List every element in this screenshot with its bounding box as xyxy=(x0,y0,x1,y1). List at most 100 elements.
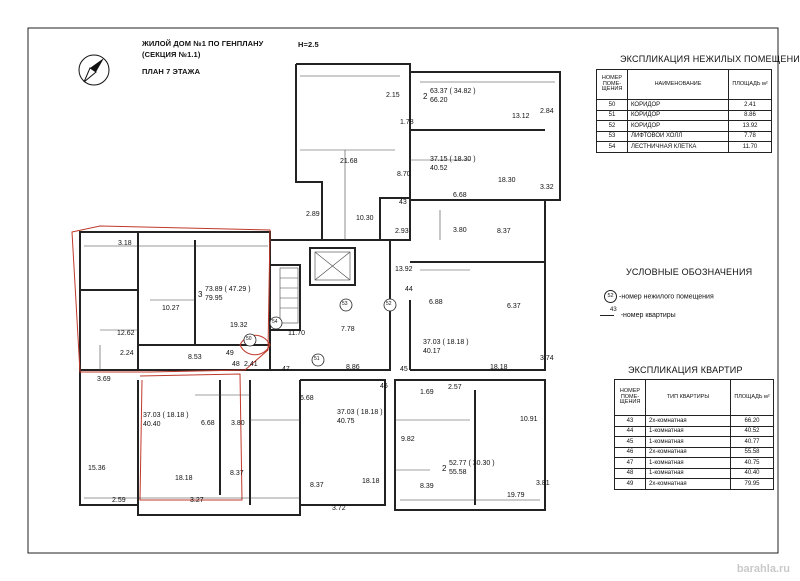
room-area: 1.78 xyxy=(400,119,414,126)
room-marker-52: 52 xyxy=(386,301,392,307)
apt-number: 49 xyxy=(226,350,234,357)
room-area: 8.53 xyxy=(188,354,202,361)
apt-total-label: 40.17 xyxy=(423,348,441,355)
legend-item-apt: 43-номер квартиры xyxy=(600,307,676,319)
room-area: 18.30 xyxy=(498,177,516,184)
room-area: 3.18 xyxy=(118,240,132,247)
room-area: 21.68 xyxy=(340,158,358,165)
room-area: 13.12 xyxy=(512,113,530,120)
room-area: 8.37 xyxy=(497,228,511,235)
apt-number: 45 xyxy=(400,366,408,373)
room-area: 8.37 xyxy=(230,470,244,477)
room-area: 10.30 xyxy=(356,215,374,222)
nonres-table: НОМЕР ПОМЕ-ЩЕНИЯ НАИМЕНОВАНИЕ ПЛОЩАДЬ м²… xyxy=(596,69,772,153)
col-area-header: ПЛОЩАДЬ м² xyxy=(728,69,772,100)
drawing-title: ЖИЛОЙ ДОМ №1 ПО ГЕНПЛАНУ xyxy=(142,39,264,48)
room-marker-54: 54 xyxy=(272,319,278,325)
apt-area-label: 52.77 ( 30.30 ) xyxy=(449,460,495,467)
room-area: 3.69 xyxy=(97,376,111,383)
apt-rooms-label: 2 xyxy=(442,464,447,473)
room-area: 7.78 xyxy=(341,326,355,333)
col-area-header: ПЛОЩАДЬ м² xyxy=(730,379,774,416)
room-area: 2.84 xyxy=(540,108,554,115)
apt-number: 46 xyxy=(380,383,388,390)
apt-marker-icon xyxy=(600,314,614,316)
room-area: 3.74 xyxy=(540,355,554,362)
ceiling-height: Н=2.5 xyxy=(298,40,319,49)
col-type-header: ТИП КВАРТИРЫ xyxy=(645,379,731,416)
room-area: 6.68 xyxy=(300,395,314,402)
room-area: 18.18 xyxy=(362,478,380,485)
apt-number: 43 xyxy=(399,199,407,206)
room-area: 3.80 xyxy=(453,227,467,234)
room-area: 10.27 xyxy=(162,305,180,312)
apt-rooms-label: 2 xyxy=(423,92,428,101)
room-area: 8.70 xyxy=(397,171,411,178)
room-area: 8.37 xyxy=(310,482,324,489)
room-area: 8.39 xyxy=(420,483,434,490)
room-area: 18.18 xyxy=(175,475,193,482)
apt-table: НОМЕР ПОМЕ-ЩЕНИЯ ТИП КВАРТИРЫ ПЛОЩАДЬ м²… xyxy=(614,379,774,490)
apt-area-label: 37.03 ( 18.18 ) xyxy=(143,412,189,419)
apt-total-label: 66.20 xyxy=(430,97,448,104)
room-area: 2.59 xyxy=(112,497,126,504)
room-area: 2.57 xyxy=(448,384,462,391)
room-area: 2.89 xyxy=(306,211,320,218)
legend-item-nonres: 52-номер нежилого помещения xyxy=(604,290,714,303)
room-marker-53: 53 xyxy=(342,301,348,307)
room-area: 3.80 xyxy=(231,420,245,427)
apt-number: 44 xyxy=(405,286,413,293)
apt-area-label: 63.37 ( 34.82 ) xyxy=(430,88,476,95)
room-area: 13.92 xyxy=(395,266,413,273)
col-name-header: НАИМЕНОВАНИЕ xyxy=(627,69,729,100)
room-area: 2.41 xyxy=(244,361,258,368)
room-area: 2.15 xyxy=(386,92,400,99)
room-area: 19.79 xyxy=(507,492,525,499)
room-marker-51: 51 xyxy=(314,356,320,362)
room-area: 1.69 xyxy=(420,389,434,396)
apt-area-label: 37.03 ( 18.18 ) xyxy=(337,409,383,416)
room-area: 18.18 xyxy=(490,364,508,371)
apt-area-label: 37.15 ( 18.30 ) xyxy=(430,156,476,163)
room-area: 15.36 xyxy=(88,465,106,472)
room-area: 6.68 xyxy=(201,420,215,427)
room-area: 3.81 xyxy=(536,480,550,487)
room-area: 6.88 xyxy=(429,299,443,306)
watermark: barahla.ru xyxy=(736,563,790,575)
apt-total-label: 40.52 xyxy=(430,165,448,172)
apt-total-label: 40.75 xyxy=(337,418,355,425)
room-area: 2.93 xyxy=(395,228,409,235)
apt-number: 48 xyxy=(232,361,240,368)
room-area: 9.82 xyxy=(401,436,415,443)
room-area: 3.32 xyxy=(540,184,554,191)
col-num-header: НОМЕР ПОМЕ-ЩЕНИЯ xyxy=(614,379,646,416)
room-marker-icon: 52 xyxy=(604,290,617,303)
room-marker-50: 50 xyxy=(246,336,252,342)
legend-title: УСЛОВНЫЕ ОБОЗНАЧЕНИЯ xyxy=(626,267,753,277)
apt-total-label: 40.40 xyxy=(143,421,161,428)
apt-area-label: 73.89 ( 47.29 ) xyxy=(205,286,251,293)
apt-number: 47 xyxy=(282,366,290,373)
north-arrow-icon xyxy=(78,54,110,86)
room-area: 10.91 xyxy=(520,416,538,423)
room-area: 6.68 xyxy=(453,192,467,199)
apt-table-title: ЭКСПЛИКАЦИЯ КВАРТИР xyxy=(628,365,743,375)
drawing-subtitle: (СЕКЦИЯ №1.1) xyxy=(142,50,201,59)
room-area: 11.70 xyxy=(288,330,305,337)
nonres-table-title: ЭКСПЛИКАЦИЯ НЕЖИЛЫХ ПОМЕЩЕНИЙ xyxy=(620,54,800,64)
room-area: 3.72 xyxy=(332,505,346,512)
apt-area-label: 37.03 ( 18.18 ) xyxy=(423,339,469,346)
apt-total-label: 55.58 xyxy=(449,469,467,476)
